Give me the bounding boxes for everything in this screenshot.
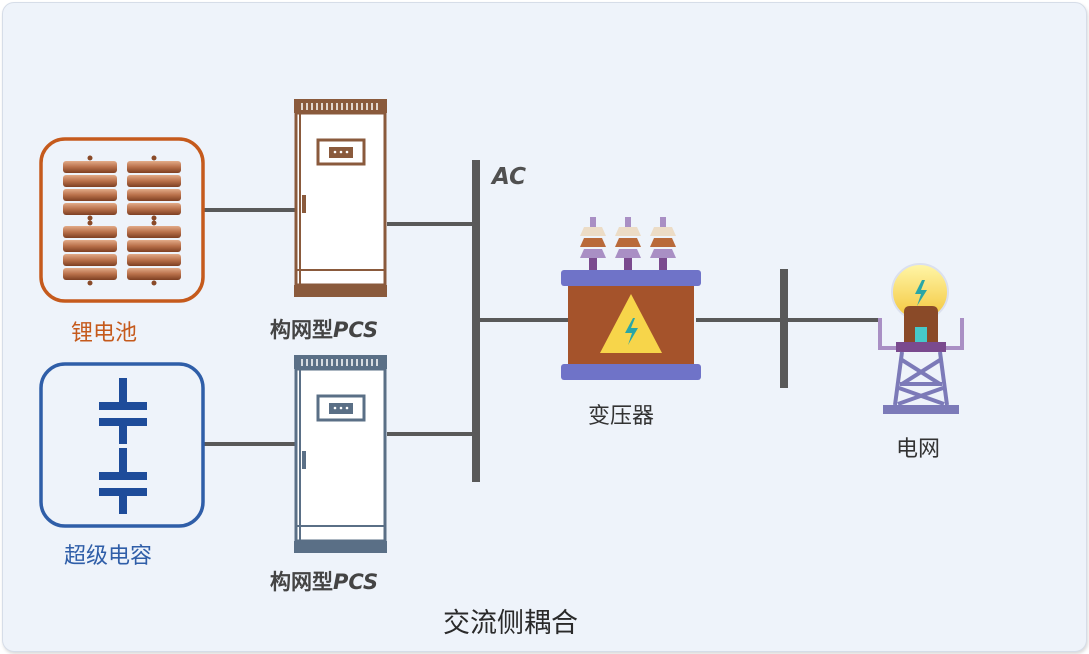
pcs-label-suffix: PCS — [333, 318, 379, 342]
grid-bus-bar — [780, 269, 788, 388]
transformer-icon — [561, 217, 701, 380]
pcs-label-prefix: 构网型 — [270, 570, 333, 594]
battery-cells — [63, 155, 181, 286]
cabinet-icon-2 — [294, 355, 387, 553]
cabinet-icon — [294, 99, 387, 297]
ac-bus-label: AC — [492, 164, 526, 190]
battery-label: 锂电池 — [71, 321, 138, 346]
pcs-label-suffix: PCS — [333, 570, 379, 594]
grid-label: 电网 — [896, 437, 941, 462]
capacitor-icon — [39, 362, 205, 528]
battery-pack-icon — [39, 137, 205, 303]
power-tower-icon — [878, 263, 964, 414]
ac-bus-bar — [472, 160, 480, 482]
pcs-label-1: 构网型PCS — [270, 314, 378, 344]
supercap-label: 超级电容 — [64, 544, 153, 569]
diagram-title: 交流侧耦合 — [443, 608, 578, 639]
pcs-label-2: 构网型PCS — [270, 566, 378, 596]
pcs-label-prefix: 构网型 — [270, 318, 333, 342]
transformer-label: 变压器 — [588, 404, 655, 429]
